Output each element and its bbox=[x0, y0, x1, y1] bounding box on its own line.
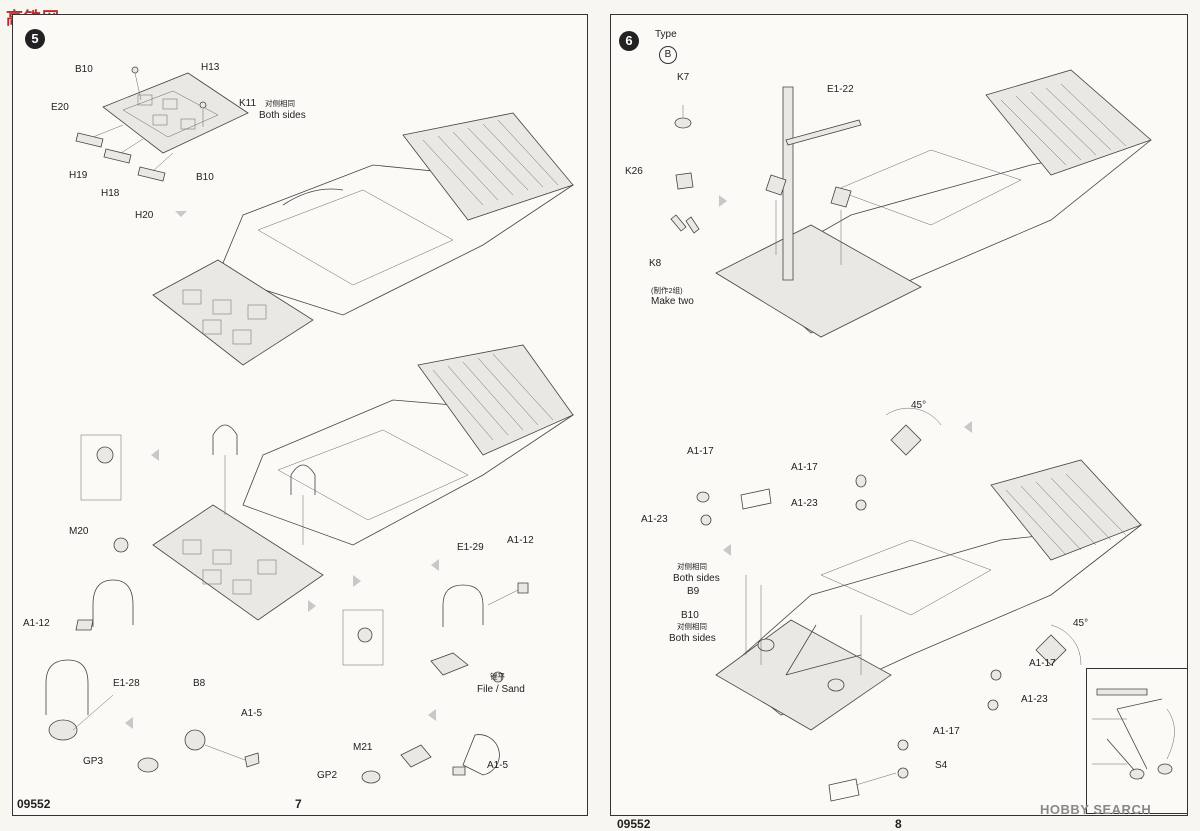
detail-parts-left bbox=[45, 434, 529, 784]
inset-detail-drawing bbox=[1092, 688, 1175, 780]
note-make-two: Make two bbox=[651, 296, 694, 307]
note-both-sides-cn: 对侧相同 bbox=[265, 99, 295, 108]
note-both-sides: Both sides bbox=[259, 110, 306, 121]
part-label-m20: M20 bbox=[69, 526, 89, 537]
note-both-sides-cn-a: 对侧相同 bbox=[677, 562, 707, 571]
part-label-a1-5-right: A1-5 bbox=[487, 760, 509, 771]
part-label-a1-23-b: A1-23 bbox=[791, 498, 818, 509]
type-label: Type bbox=[655, 29, 677, 40]
footer-kit-code: 09552 bbox=[617, 817, 651, 831]
part-label-a1-12-right: A1-12 bbox=[507, 535, 534, 546]
note-both-sides-b: Both sides bbox=[669, 633, 716, 644]
detail-parts-right bbox=[696, 407, 1082, 802]
assembly-drawing-step-6 bbox=[670, 69, 1152, 802]
part-label-a1-5-left: A1-5 bbox=[241, 708, 263, 719]
small-parts-k7-k26-k8 bbox=[670, 105, 700, 234]
part-label-a1-12-left: A1-12 bbox=[23, 618, 50, 629]
footer-page-number: 8 bbox=[895, 817, 902, 831]
footer-page-number: 7 bbox=[295, 797, 302, 811]
part-label-b10-top: B10 bbox=[75, 64, 93, 75]
part-label-k11: K11 bbox=[239, 98, 257, 109]
part-label-e1-29: E1-29 bbox=[457, 542, 484, 553]
hull-top-view-upper-right bbox=[715, 69, 1152, 338]
part-label-h13: H13 bbox=[201, 62, 220, 73]
part-label-b10: B10 bbox=[681, 610, 699, 621]
footer-kit-code: 09552 bbox=[17, 797, 51, 811]
part-label-e20: E20 bbox=[51, 102, 69, 113]
hull-top-view-lower bbox=[152, 344, 575, 621]
note-file-sand-cn: 锉平 bbox=[490, 672, 505, 681]
part-label-h19: H19 bbox=[69, 170, 88, 181]
type-letter-badge: B bbox=[659, 46, 677, 64]
angle-label-top: 45° bbox=[911, 400, 927, 411]
part-label-h18: H18 bbox=[101, 188, 120, 199]
part-label-e1-28: E1-28 bbox=[113, 678, 140, 689]
part-label-a1-23-a: A1-23 bbox=[641, 514, 668, 525]
part-label-b8: B8 bbox=[193, 678, 206, 689]
part-label-b10-bottom: B10 bbox=[196, 172, 214, 183]
instruction-page-left: 5 B10 H13 E20 K11 对侧相同 Both sides H19 H1… bbox=[12, 14, 588, 816]
note-make-two-cn: (制作2组) bbox=[651, 286, 683, 295]
part-label-a1-17-a: A1-17 bbox=[687, 446, 714, 457]
hull-top-view-upper bbox=[152, 112, 575, 366]
part-label-s4: S4 bbox=[935, 760, 948, 771]
part-label-a1-17-c: A1-17 bbox=[1029, 658, 1056, 669]
part-label-k26: K26 bbox=[625, 166, 643, 177]
part-label-e1-22: E1-22 bbox=[827, 84, 854, 95]
assembly-drawing-step-5 bbox=[45, 66, 575, 784]
inset-detail-box bbox=[1086, 668, 1188, 814]
engine-deck-panel-e20 bbox=[75, 66, 249, 182]
step-number: 5 bbox=[25, 29, 45, 49]
watermark-hobby-search: HOBBY SEARCH bbox=[1040, 802, 1152, 817]
part-label-gp2: GP2 bbox=[317, 770, 338, 781]
step-number: 6 bbox=[619, 31, 639, 51]
note-file-sand: File / Sand bbox=[477, 684, 525, 695]
hull-top-view-lower-right bbox=[715, 459, 1143, 731]
part-label-k8: K8 bbox=[649, 258, 662, 269]
part-label-h20: H20 bbox=[135, 210, 154, 221]
part-label-k7: K7 bbox=[677, 72, 690, 83]
part-label-a1-17-b: A1-17 bbox=[791, 462, 818, 473]
part-label-m21: M21 bbox=[353, 742, 373, 753]
note-both-sides-a: Both sides bbox=[673, 573, 720, 584]
part-label-gp3: GP3 bbox=[83, 756, 104, 767]
part-label-a1-23-c: A1-23 bbox=[1021, 694, 1048, 705]
note-both-sides-cn-b: 对侧相同 bbox=[677, 622, 707, 631]
part-label-a1-17-d: A1-17 bbox=[933, 726, 960, 737]
angle-label-right: 45° bbox=[1073, 618, 1089, 629]
part-label-b9: B9 bbox=[687, 586, 700, 597]
